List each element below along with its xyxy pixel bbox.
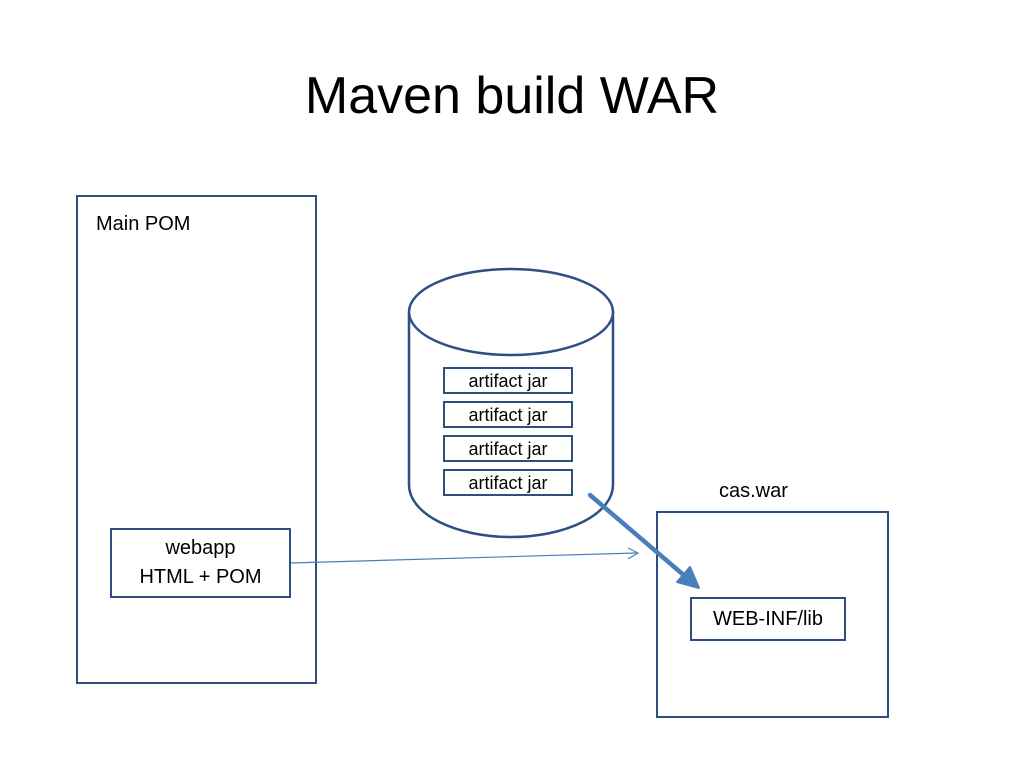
cas-war-label: cas.war	[719, 480, 788, 502]
artifact-jar-2: artifact jar	[443, 401, 573, 428]
jar-to-lib-arrowhead	[676, 566, 700, 589]
artifact-jar-1: artifact jar	[443, 367, 573, 394]
web-inf-lib-box: WEB-INF/lib	[690, 597, 846, 641]
artifact-jar-4: artifact jar	[443, 469, 573, 496]
webapp-to-war-arrowhead	[627, 547, 640, 560]
slide-title: Maven build WAR	[304, 67, 720, 125]
web-inf-lib-label: WEB-INF/lib	[713, 607, 823, 630]
webapp-box: webapp HTML + POM	[110, 528, 291, 598]
main-pom-box	[76, 195, 317, 684]
cylinder-top	[407, 267, 615, 357]
webapp-line2: HTML + POM	[139, 566, 262, 588]
webapp-to-war-arrow	[290, 552, 637, 564]
jar-to-lib-arrow	[587, 492, 696, 586]
main-pom-label: Main POM	[96, 213, 191, 235]
artifact-jar-3: artifact jar	[443, 435, 573, 462]
webapp-line1: webapp	[165, 537, 236, 559]
